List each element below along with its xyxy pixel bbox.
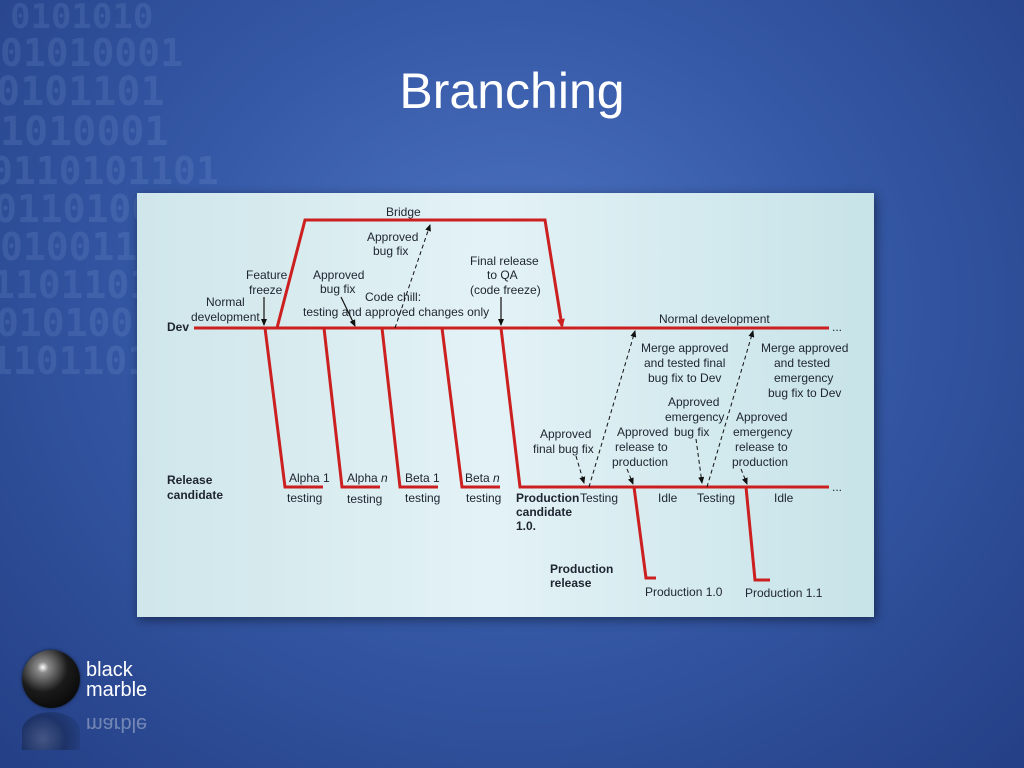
bridge-line bbox=[275, 218, 565, 329]
merge-final-1: Merge approved bbox=[641, 341, 728, 355]
production-candidate-2: candidate bbox=[516, 505, 572, 519]
marble-ball-reflection bbox=[22, 712, 80, 750]
production-candidate-3: 1.0. bbox=[516, 519, 536, 533]
approved-emergency-release-1: Approved bbox=[736, 410, 787, 424]
alpha1-testing: testing bbox=[287, 491, 322, 505]
logo-reflection-line: marble bbox=[86, 713, 148, 735]
merge-emergency-2: and tested bbox=[774, 356, 830, 370]
alphan-label-n: n bbox=[381, 471, 388, 485]
rc-testing-2: Testing bbox=[697, 491, 735, 505]
approved-emergency-release-3: release to bbox=[735, 440, 788, 454]
rc-idle-2: Idle bbox=[774, 491, 794, 505]
final-release-qa-3: (code freeze) bbox=[470, 283, 541, 297]
logo-line-2: marble bbox=[86, 679, 148, 701]
approved-bug-fix-mid-1: Approved bbox=[313, 268, 364, 282]
lane-production-release-label-2: release bbox=[550, 576, 592, 590]
approved-release-production-1: Approved bbox=[617, 425, 668, 439]
merge-final-2: and tested final bbox=[644, 356, 725, 370]
approved-emergency-release-2: emergency bbox=[733, 425, 792, 439]
branch-production-10 bbox=[632, 486, 656, 580]
dashed-arrow-release-production bbox=[626, 468, 634, 485]
dev-ellipsis: ... bbox=[832, 320, 842, 334]
approved-emergency-bug-fix-2: emergency bbox=[665, 410, 724, 424]
branch-betan bbox=[440, 327, 500, 489]
binary-row: 0101101 bbox=[0, 69, 165, 115]
dashed-arrow-emergency-bug-fix bbox=[695, 438, 705, 484]
normal-development-left-1: Normal bbox=[206, 295, 245, 309]
binary-row: 01010001 bbox=[0, 31, 184, 75]
slide-title: Branching bbox=[399, 63, 625, 119]
merge-emergency-3: emergency bbox=[774, 371, 833, 385]
bridge-label: Bridge bbox=[386, 205, 421, 219]
beta1-testing: testing bbox=[405, 491, 440, 505]
normal-development-right: Normal development bbox=[659, 312, 770, 326]
rc-idle-1: Idle bbox=[658, 491, 678, 505]
production-candidate-1: Production bbox=[516, 491, 579, 505]
branching-diagram-svg: ... ... Dev Release candidate Production… bbox=[167, 205, 848, 600]
dashed-arrow-merge-final bbox=[588, 330, 637, 488]
logo-text: black marble bbox=[86, 660, 147, 700]
lane-dev-label: Dev bbox=[167, 320, 189, 334]
feature-freeze-2: freeze bbox=[249, 283, 283, 297]
approved-release-production-2: release to bbox=[615, 440, 668, 454]
feature-freeze-1: Feature bbox=[246, 268, 288, 282]
approved-bug-fix-top-2: bug fix bbox=[373, 244, 408, 258]
lane-production-release-label-1: Production bbox=[550, 562, 613, 576]
binary-row: 0101001 bbox=[0, 301, 157, 345]
final-release-qa-1: Final release bbox=[470, 254, 539, 268]
arrow-bug-fix-mid bbox=[340, 296, 356, 327]
rc-ellipsis: ... bbox=[832, 480, 842, 494]
alphan-label: Alpha n bbox=[347, 471, 388, 485]
lane-release-candidate-label-1: Release bbox=[167, 473, 213, 487]
binary-row: 0101010 bbox=[10, 0, 154, 37]
approved-emergency-bug-fix-3: bug fix bbox=[674, 425, 709, 439]
approved-bug-fix-top-1: Approved bbox=[367, 230, 418, 244]
branch-production-candidate bbox=[499, 327, 829, 489]
branch-production-11 bbox=[744, 486, 770, 582]
merge-emergency-1: Merge approved bbox=[761, 341, 848, 355]
beta1-label: Beta 1 bbox=[405, 471, 440, 485]
branching-diagram: ... ... Dev Release candidate Production… bbox=[137, 193, 874, 617]
normal-development-left-2: development bbox=[191, 310, 260, 324]
betan-label-text: Beta bbox=[465, 471, 490, 485]
dashed-arrow-emergency-release bbox=[740, 468, 748, 485]
alphan-label-text: Alpha bbox=[347, 471, 378, 485]
approved-emergency-release-4: production bbox=[732, 455, 788, 469]
binary-row: 0110101101 bbox=[0, 149, 219, 193]
black-marble-logo: black marble marble bbox=[20, 648, 190, 758]
rc-testing-1: Testing bbox=[580, 491, 618, 505]
betan-label-n: n bbox=[493, 471, 500, 485]
code-chill-1: Code chill: bbox=[365, 290, 421, 304]
merge-emergency-4: bug fix to Dev bbox=[768, 386, 841, 400]
code-chill-2: testing and approved changes only bbox=[303, 305, 489, 319]
betan-testing: testing bbox=[466, 491, 501, 505]
branch-alphan bbox=[322, 327, 380, 489]
final-release-qa-2: to QA bbox=[487, 268, 518, 282]
approved-final-bug-fix-2: final bug fix bbox=[533, 442, 594, 456]
alphan-testing: testing bbox=[347, 492, 382, 506]
binary-row: 1010001 bbox=[0, 109, 169, 155]
approved-bug-fix-mid-2: bug fix bbox=[320, 282, 355, 296]
production-11-label: Production 1.1 bbox=[745, 586, 823, 600]
lane-release-candidate-label-2: candidate bbox=[167, 488, 223, 502]
dashed-arrow-merge-emergency bbox=[706, 330, 755, 488]
production-10-label: Production 1.0 bbox=[645, 585, 723, 599]
approved-final-bug-fix-1: Approved bbox=[540, 427, 591, 441]
branch-alpha1 bbox=[263, 327, 323, 489]
alpha1-label: Alpha 1 bbox=[289, 471, 330, 485]
merge-final-3: bug fix to Dev bbox=[648, 371, 721, 385]
betan-label: Beta n bbox=[465, 471, 500, 485]
logo-text-reflection: marble bbox=[86, 713, 148, 735]
marble-ball-icon bbox=[22, 650, 80, 708]
dashed-arrow-final-bug-fix bbox=[575, 455, 586, 484]
binary-row: 1101101 bbox=[0, 263, 153, 307]
binary-row: 1101101 bbox=[0, 339, 151, 383]
logo-line-1: black bbox=[86, 659, 133, 681]
branch-beta1 bbox=[380, 327, 438, 489]
approved-release-production-3: production bbox=[612, 455, 668, 469]
approved-emergency-bug-fix-1: Approved bbox=[668, 395, 719, 409]
